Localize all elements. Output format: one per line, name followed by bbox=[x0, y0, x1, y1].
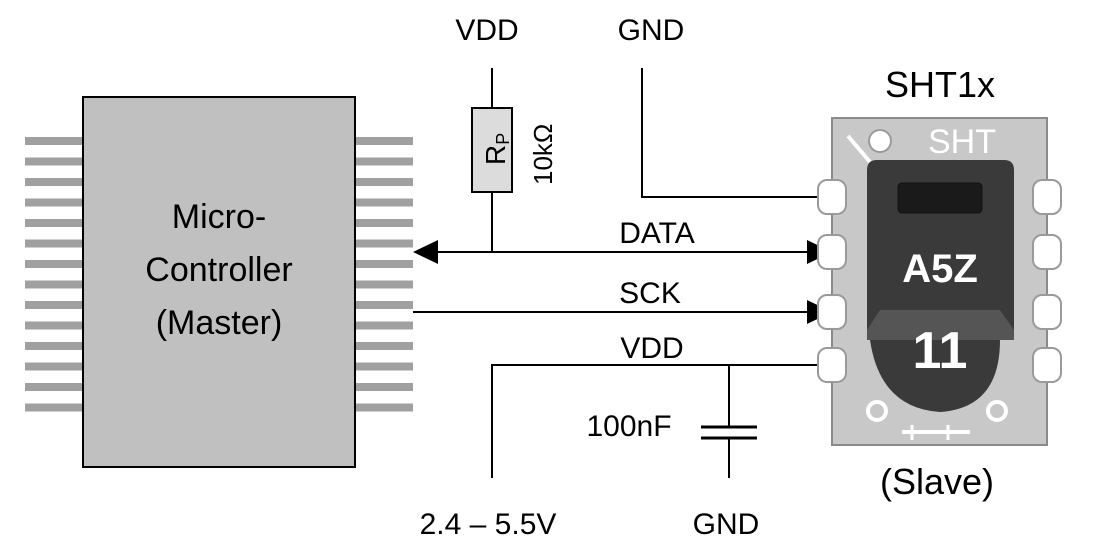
voltage-range-label: 2.4 – 5.5V bbox=[420, 508, 557, 541]
microcontroller-pin-left bbox=[25, 219, 83, 227]
microcontroller-pin-left bbox=[25, 301, 83, 309]
microcontroller-pin-left bbox=[25, 178, 83, 186]
microcontroller-pin-right bbox=[355, 342, 413, 350]
microcontroller-pin-left bbox=[25, 137, 83, 145]
sensor-chip bbox=[867, 160, 1014, 412]
resistor-body bbox=[471, 107, 513, 193]
sck-label: SCK bbox=[619, 277, 681, 310]
resistor-symbol-label: RP bbox=[480, 133, 513, 165]
resistor-value-label: 10kΩ bbox=[528, 124, 558, 185]
sensor-chip-bevel bbox=[867, 310, 1014, 340]
microcontroller-pin-left bbox=[25, 239, 83, 248]
microcontroller-pin-right bbox=[355, 239, 413, 248]
microcontroller-label-line1: Micro- bbox=[172, 198, 266, 236]
microcontroller-left-pins bbox=[25, 137, 83, 412]
microcontroller-label-line3: (Master) bbox=[156, 304, 283, 342]
microcontroller-pin-right bbox=[355, 280, 413, 289]
microcontroller-pin-right bbox=[355, 219, 413, 227]
microcontroller: Micro- Controller (Master) bbox=[25, 96, 413, 468]
pullup-resistor: RP 10kΩ bbox=[471, 68, 558, 252]
microcontroller-pin-right bbox=[355, 403, 413, 412]
vdd-line: VDD 100nF bbox=[491, 332, 832, 478]
top-gnd-label: GND bbox=[618, 14, 685, 47]
microcontroller-pin-left bbox=[25, 260, 83, 268]
bottom-gnd-label: GND bbox=[693, 508, 760, 541]
top-vdd-label: VDD bbox=[455, 14, 518, 47]
microcontroller-pin-left bbox=[25, 403, 83, 412]
sensor-pad-right bbox=[1032, 347, 1062, 383]
vdd-wire bbox=[491, 364, 832, 478]
gnd-wire bbox=[641, 68, 832, 198]
sensor-pad-right bbox=[1032, 179, 1062, 215]
microcontroller-pin-left bbox=[25, 321, 83, 330]
board-silkscreen-text: SHT bbox=[928, 123, 996, 161]
microcontroller-pin-left bbox=[25, 342, 83, 350]
microcontroller-pin-right bbox=[355, 321, 413, 330]
microcontroller-body bbox=[82, 96, 356, 468]
microcontroller-pin-right bbox=[355, 383, 413, 391]
data-line: DATA bbox=[413, 217, 832, 264]
board-hole-right bbox=[986, 400, 1008, 422]
resistor-subscript: P bbox=[493, 133, 513, 145]
sck-line: SCK bbox=[413, 277, 832, 324]
sensor-pads bbox=[817, 179, 1062, 383]
board-hole-left bbox=[866, 400, 888, 422]
sensor-pad-left bbox=[817, 179, 847, 215]
sensor-chip-line1: A5Z bbox=[902, 247, 978, 291]
sensor-pad-right bbox=[1032, 294, 1062, 330]
resistor-symbol: R bbox=[480, 145, 511, 165]
data-arrow-left bbox=[413, 240, 438, 264]
microcontroller-pin-right bbox=[355, 362, 413, 371]
sensor-pad-left bbox=[817, 234, 847, 270]
microcontroller-pin-left bbox=[25, 383, 83, 391]
sensor-title: SHT1x bbox=[885, 64, 995, 105]
microcontroller-pin-left bbox=[25, 362, 83, 371]
microcontroller-pin-right bbox=[355, 301, 413, 309]
microcontroller-label-line2: Controller bbox=[145, 251, 292, 289]
sensor-pad-left bbox=[817, 294, 847, 330]
sensor-pad-right bbox=[1032, 234, 1062, 270]
vdd-label: VDD bbox=[620, 332, 683, 365]
board-trace bbox=[846, 134, 872, 164]
microcontroller-pin-right bbox=[355, 260, 413, 268]
microcontroller-pin-right bbox=[355, 137, 413, 145]
microcontroller-pin-left bbox=[25, 280, 83, 289]
microcontroller-right-pins bbox=[355, 137, 413, 412]
sensor-pad-left bbox=[817, 347, 847, 383]
board-hole-top bbox=[868, 129, 892, 153]
sensor-chip-line2: 11 bbox=[913, 322, 968, 380]
sht1x-sensor: SHT1x SHT A5Z 11 (Slave) bbox=[817, 64, 1062, 502]
sensor-role-label: (Slave) bbox=[880, 461, 994, 502]
microcontroller-pin-left bbox=[25, 157, 83, 166]
microcontroller-pin-right bbox=[355, 157, 413, 166]
microcontroller-pin-right bbox=[355, 178, 413, 186]
data-label: DATA bbox=[619, 217, 695, 250]
capacitor-value-label: 100nF bbox=[586, 410, 671, 443]
microcontroller-pin-right bbox=[355, 198, 413, 207]
sensor-window bbox=[897, 182, 983, 214]
microcontroller-pin-left bbox=[25, 198, 83, 207]
